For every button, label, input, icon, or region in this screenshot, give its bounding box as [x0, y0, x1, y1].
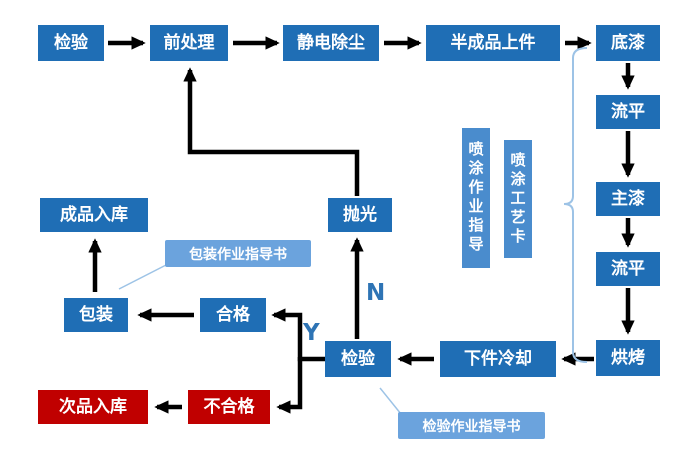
node-leveling-1: 流平 — [596, 95, 660, 129]
paint-column-bracket — [563, 47, 588, 363]
node-static-dust-removal: 静电除尘 — [283, 25, 379, 61]
packaging-guide-leader-line — [118, 263, 169, 290]
arrow-polishing-to-pretreatment — [183, 67, 360, 196]
annotation-spray-work-guide: 喷涂作业指导 — [462, 128, 490, 268]
node-packaging: 包装 — [64, 298, 128, 332]
callout-inspection-guide: 检验作业指导书 — [398, 412, 545, 439]
node-leveling-2: 流平 — [596, 252, 660, 286]
node-defective-storage: 次品入库 — [38, 390, 148, 424]
node-polishing: 抛光 — [328, 198, 392, 232]
node-unload-cooling: 下件冷却 — [440, 341, 556, 377]
inspection-guide-leader-line — [379, 387, 402, 415]
node-baking: 烘烤 — [596, 340, 660, 376]
node-qualified: 合格 — [200, 298, 266, 332]
node-main-paint: 主漆 — [596, 182, 660, 216]
node-inspection-bottom: 检验 — [325, 341, 391, 377]
decision-y-label: Y — [303, 320, 320, 346]
annotation-spray-process-card: 喷涂工艺卡 — [504, 140, 532, 258]
arrow-inspection-to-qualified — [271, 308, 327, 362]
node-inspection-top: 检验 — [38, 25, 104, 61]
node-semi-product-loading: 半成品上件 — [426, 25, 560, 61]
node-unqualified: 不合格 — [188, 390, 270, 424]
node-pretreatment: 前处理 — [150, 25, 228, 61]
decision-n-label: N — [366, 280, 386, 306]
arrow-inspection-to-unqualified — [276, 357, 303, 414]
node-finished-storage: 成品入库 — [40, 198, 148, 232]
callout-packaging-guide: 包装作业指导书 — [165, 240, 311, 267]
node-primer: 底漆 — [596, 25, 660, 61]
